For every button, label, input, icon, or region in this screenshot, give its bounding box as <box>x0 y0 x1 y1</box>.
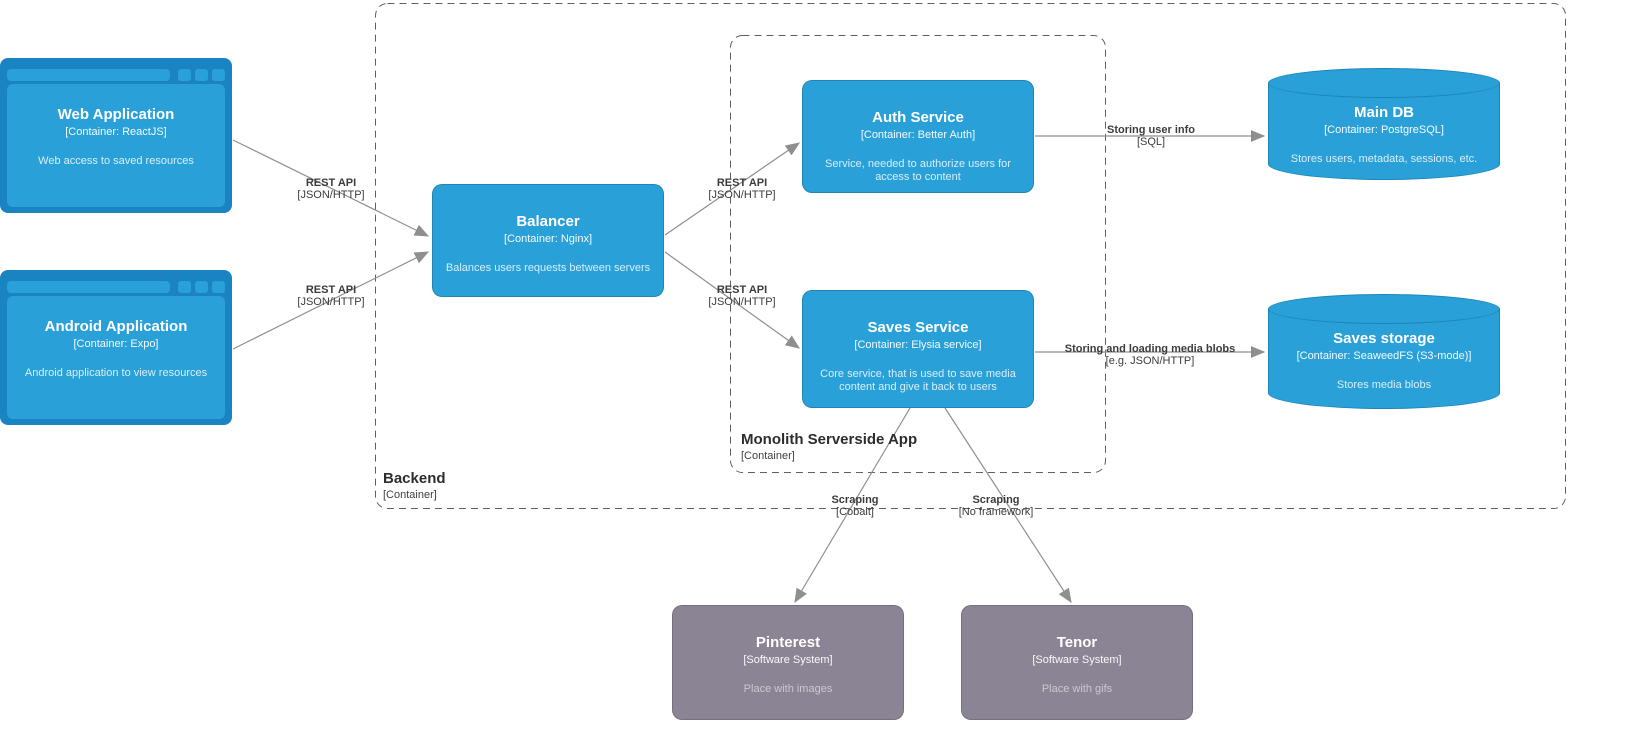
monolith-boundary-type: [Container] <box>741 450 795 462</box>
edge-saves-to-tenor <box>944 407 1072 604</box>
node-subtitle: [Software System] <box>743 654 833 666</box>
node-balancer[interactable]: Balancer [Container: Nginx] Balances use… <box>432 184 664 297</box>
node-description: Android application to view resources <box>24 367 208 379</box>
monolith-boundary-name: Monolith Serverside App <box>741 431 918 448</box>
edge-label-web-to-balancer: REST API [JSON/HTTP] <box>297 177 364 201</box>
node-subtitle: [Container: Better Auth] <box>860 129 976 141</box>
node-saves-storage[interactable]: Saves storage [Container: SeaweedFS (S3-… <box>1268 294 1500 409</box>
monolith-boundary-label: Monolith Serverside App [Container] <box>741 431 917 463</box>
edge-name: REST API <box>305 177 357 189</box>
edge-technology: [JSON/HTTP] <box>708 189 776 201</box>
edge-label-balancer-to-saves: REST API [JSON/HTTP] <box>708 284 775 308</box>
node-description: Service, needed to authorize users for a… <box>825 158 1011 183</box>
node-subtitle: [Container: Expo] <box>73 338 159 350</box>
edge-technology: [e.g. JSON/HTTP] <box>1105 355 1195 367</box>
edge-name: Scraping <box>831 494 879 506</box>
edge-web-to-balancer <box>232 139 430 237</box>
node-subtitle: [Container: PostgreSQL] <box>1324 124 1444 136</box>
browser-button-icon <box>212 68 225 81</box>
node-saves-service[interactable]: Saves Service [Container: Elysia service… <box>802 290 1034 408</box>
node-android-application[interactable]: Android Application [Container: Expo] An… <box>0 270 232 425</box>
backend-boundary <box>375 3 1566 509</box>
edge-technology: [JSON/HTTP] <box>708 296 776 308</box>
node-tenor[interactable]: Tenor [Software System] Place with gifs <box>961 605 1193 720</box>
edge-technology: [JSON/HTTP] <box>297 296 365 308</box>
edge-name: Storing and loading media blobs <box>1064 343 1236 355</box>
edge-android-to-balancer <box>232 251 430 350</box>
node-title: Pinterest <box>755 634 821 651</box>
node-subtitle: [Container: Elysia service] <box>854 339 982 351</box>
node-description: Core service, that is used to save media… <box>820 368 1016 393</box>
edge-technology: [No framework] <box>958 506 1034 518</box>
edge-name: Storing user info <box>1107 124 1195 136</box>
node-title: Saves Service <box>867 319 969 336</box>
node-description: Balances users requests between servers <box>445 262 651 274</box>
browser-chrome <box>0 58 232 84</box>
node-title: Saves storage <box>1333 330 1435 347</box>
cylinder-lid <box>1268 68 1500 98</box>
browser-chrome <box>0 270 232 296</box>
browser-pane: Android Application [Container: Expo] An… <box>7 296 225 419</box>
node-description: Stores media blobs <box>1336 379 1432 391</box>
node-pinterest[interactable]: Pinterest [Software System] Place with i… <box>672 605 904 720</box>
node-web-application[interactable]: Web Application [Container: ReactJS] Web… <box>0 58 232 213</box>
cylinder-lid <box>1268 294 1500 324</box>
edge-label-saves-to-pinterest: Scraping [Cobalt] <box>831 494 878 518</box>
backend-boundary-label: Backend [Container] <box>383 470 446 502</box>
edge-saves-to-pinterest <box>794 407 911 604</box>
node-title: Main DB <box>1354 104 1414 121</box>
browser-button-icon <box>195 68 208 81</box>
browser-address-bar <box>7 280 170 293</box>
backend-boundary-type: [Container] <box>383 489 437 501</box>
node-title: Android Application <box>44 318 188 335</box>
browser-button-icon <box>212 280 225 293</box>
node-main-db[interactable]: Main DB [Container: PostgreSQL] Stores u… <box>1268 68 1500 180</box>
edge-technology: [JSON/HTTP] <box>297 189 365 201</box>
node-subtitle: [Container: SeaweedFS (S3-mode)] <box>1296 350 1472 362</box>
edge-balancer-to-saves <box>664 251 800 349</box>
monolith-boundary <box>730 35 1106 473</box>
cylinder-text: Main DB [Container: PostgreSQL] Stores u… <box>1268 68 1500 166</box>
edge-label-balancer-to-auth: REST API [JSON/HTTP] <box>708 177 775 201</box>
node-description: Place with gifs <box>1041 683 1113 695</box>
node-title: Auth Service <box>872 109 964 126</box>
node-subtitle: [Software System] <box>1032 654 1122 666</box>
node-subtitle: [Container: ReactJS] <box>65 126 167 138</box>
edge-label-auth-to-maindb: Storing user info [SQL] <box>1107 124 1195 148</box>
node-description: Place with images <box>743 683 833 695</box>
cylinder-body <box>1268 309 1500 409</box>
node-title: Balancer <box>516 213 580 230</box>
edge-label-saves-to-storage: Storing and loading media blobs [e.g. JS… <box>1065 343 1236 367</box>
edge-label-saves-to-tenor: Scraping [No framework] <box>959 494 1034 518</box>
browser-button-icon <box>195 280 208 293</box>
node-description: Stores users, metadata, sessions, etc. <box>1290 153 1478 165</box>
browser-pane: Web Application [Container: ReactJS] Web… <box>7 84 225 207</box>
node-title: Web Application <box>57 106 175 123</box>
cylinder-body <box>1268 83 1500 180</box>
node-subtitle: [Container: Nginx] <box>503 233 593 245</box>
backend-boundary-name: Backend <box>383 470 446 487</box>
edge-name: REST API <box>716 177 768 189</box>
node-title: Tenor <box>1056 634 1098 651</box>
edge-name: REST API <box>305 284 357 296</box>
edge-balancer-to-auth <box>664 142 800 236</box>
edge-technology: [SQL] <box>1136 136 1166 148</box>
edge-label-android-to-balancer: REST API [JSON/HTTP] <box>297 284 364 308</box>
edge-name: REST API <box>716 284 768 296</box>
browser-button-icon <box>178 68 191 81</box>
browser-address-bar <box>7 68 170 81</box>
browser-button-icon <box>178 280 191 293</box>
edge-technology: [Cobalt] <box>836 506 874 518</box>
node-description: Web access to saved resources <box>38 155 194 167</box>
edge-name: Scraping <box>972 494 1020 506</box>
cylinder-text: Saves storage [Container: SeaweedFS (S3-… <box>1268 294 1500 392</box>
node-auth-service[interactable]: Auth Service [Container: Better Auth] Se… <box>802 80 1034 193</box>
